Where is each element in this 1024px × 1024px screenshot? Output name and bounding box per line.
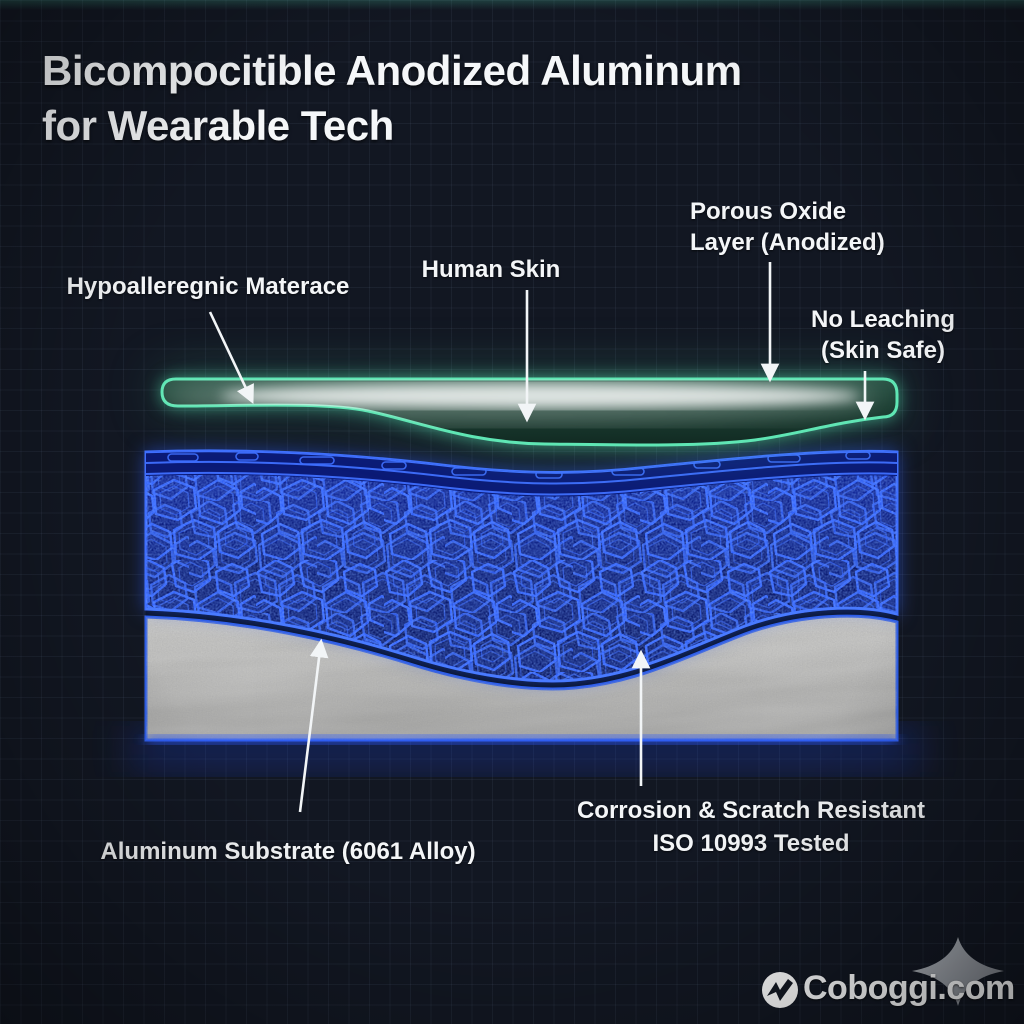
porous-oxide-layer — [144, 449, 899, 683]
label-porous-oxide: Porous Oxide Layer (Anodized) — [690, 196, 885, 258]
label-human-skin: Human Skin — [421, 256, 561, 283]
label-corrosion: Corrosion & Scratch Resistant ISO 10993 … — [577, 794, 925, 860]
label-corrosion-line1: Corrosion & Scratch Resistant — [576, 797, 926, 824]
label-no-leaching-line2: (Skin Safe) — [820, 337, 946, 364]
arrow-aluminum-substrate — [298, 638, 329, 813]
title-line-1: Bicompocitible Anodized Aluminum — [42, 47, 742, 94]
page-title: Bicompocitible Anodized Aluminum for Wea… — [42, 44, 902, 153]
substrate-bottom-glow — [146, 735, 897, 744]
callout-arrows — [208, 262, 875, 813]
label-aluminum-substrate: Aluminum Substrate (6061 Alloy) — [100, 838, 476, 865]
title-line-2: for Wearable Tech — [42, 101, 394, 149]
label-corrosion-line2: ISO 10993 Tested — [652, 830, 850, 857]
label-no-leaching: No Leaching (Skin Safe) — [811, 304, 955, 366]
label-porous-oxide-line1: Porous Oxide — [690, 198, 847, 225]
label-no-leaching-line1: No Leaching — [810, 306, 956, 333]
label-hypoallergenic: Hypoalleregnic Materace — [66, 273, 350, 300]
coboggi-logo-icon — [762, 972, 798, 1008]
label-porous-oxide-line2: Layer (Anodized) — [690, 229, 885, 256]
sparkle-star-icon — [912, 937, 1004, 1006]
arrow-hypoallergenic — [208, 311, 254, 405]
layer-seam — [145, 605, 899, 692]
human-skin-layer — [160, 377, 899, 447]
brand-wordmark: Coboggi.com — [803, 969, 1015, 1007]
